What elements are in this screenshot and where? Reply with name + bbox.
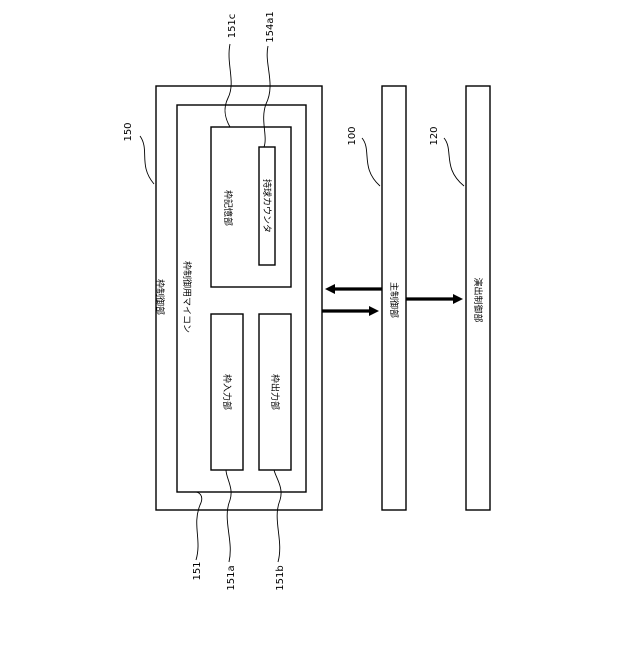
- frame-output-label: 枠出力部: [269, 374, 281, 410]
- frame-input-label: 枠入力部: [221, 374, 233, 410]
- leader-150: [140, 136, 154, 184]
- ref-151c: 151c: [227, 14, 238, 39]
- effect-control-label: 演出制御部: [472, 277, 484, 322]
- ref-151b: 151b: [275, 565, 286, 590]
- ref-154a1: 154a1: [265, 11, 276, 43]
- ref-100: 100: [347, 126, 358, 145]
- frame-control-label: 枠制御部: [154, 279, 166, 315]
- ref-151a: 151a: [226, 565, 237, 590]
- ref-151: 151: [192, 561, 203, 580]
- leader-100: [362, 138, 380, 186]
- frame-microcomputer-label: 枠制御用マイコン: [181, 261, 193, 333]
- ball-counter-label: 持球カウンタ: [261, 179, 273, 233]
- frame-memory-label: 枠記憶部: [222, 190, 234, 226]
- main-control-label: 主制御部: [388, 282, 400, 318]
- ref-120: 120: [429, 126, 440, 145]
- leader-120: [444, 138, 464, 186]
- ref-150: 150: [123, 122, 134, 141]
